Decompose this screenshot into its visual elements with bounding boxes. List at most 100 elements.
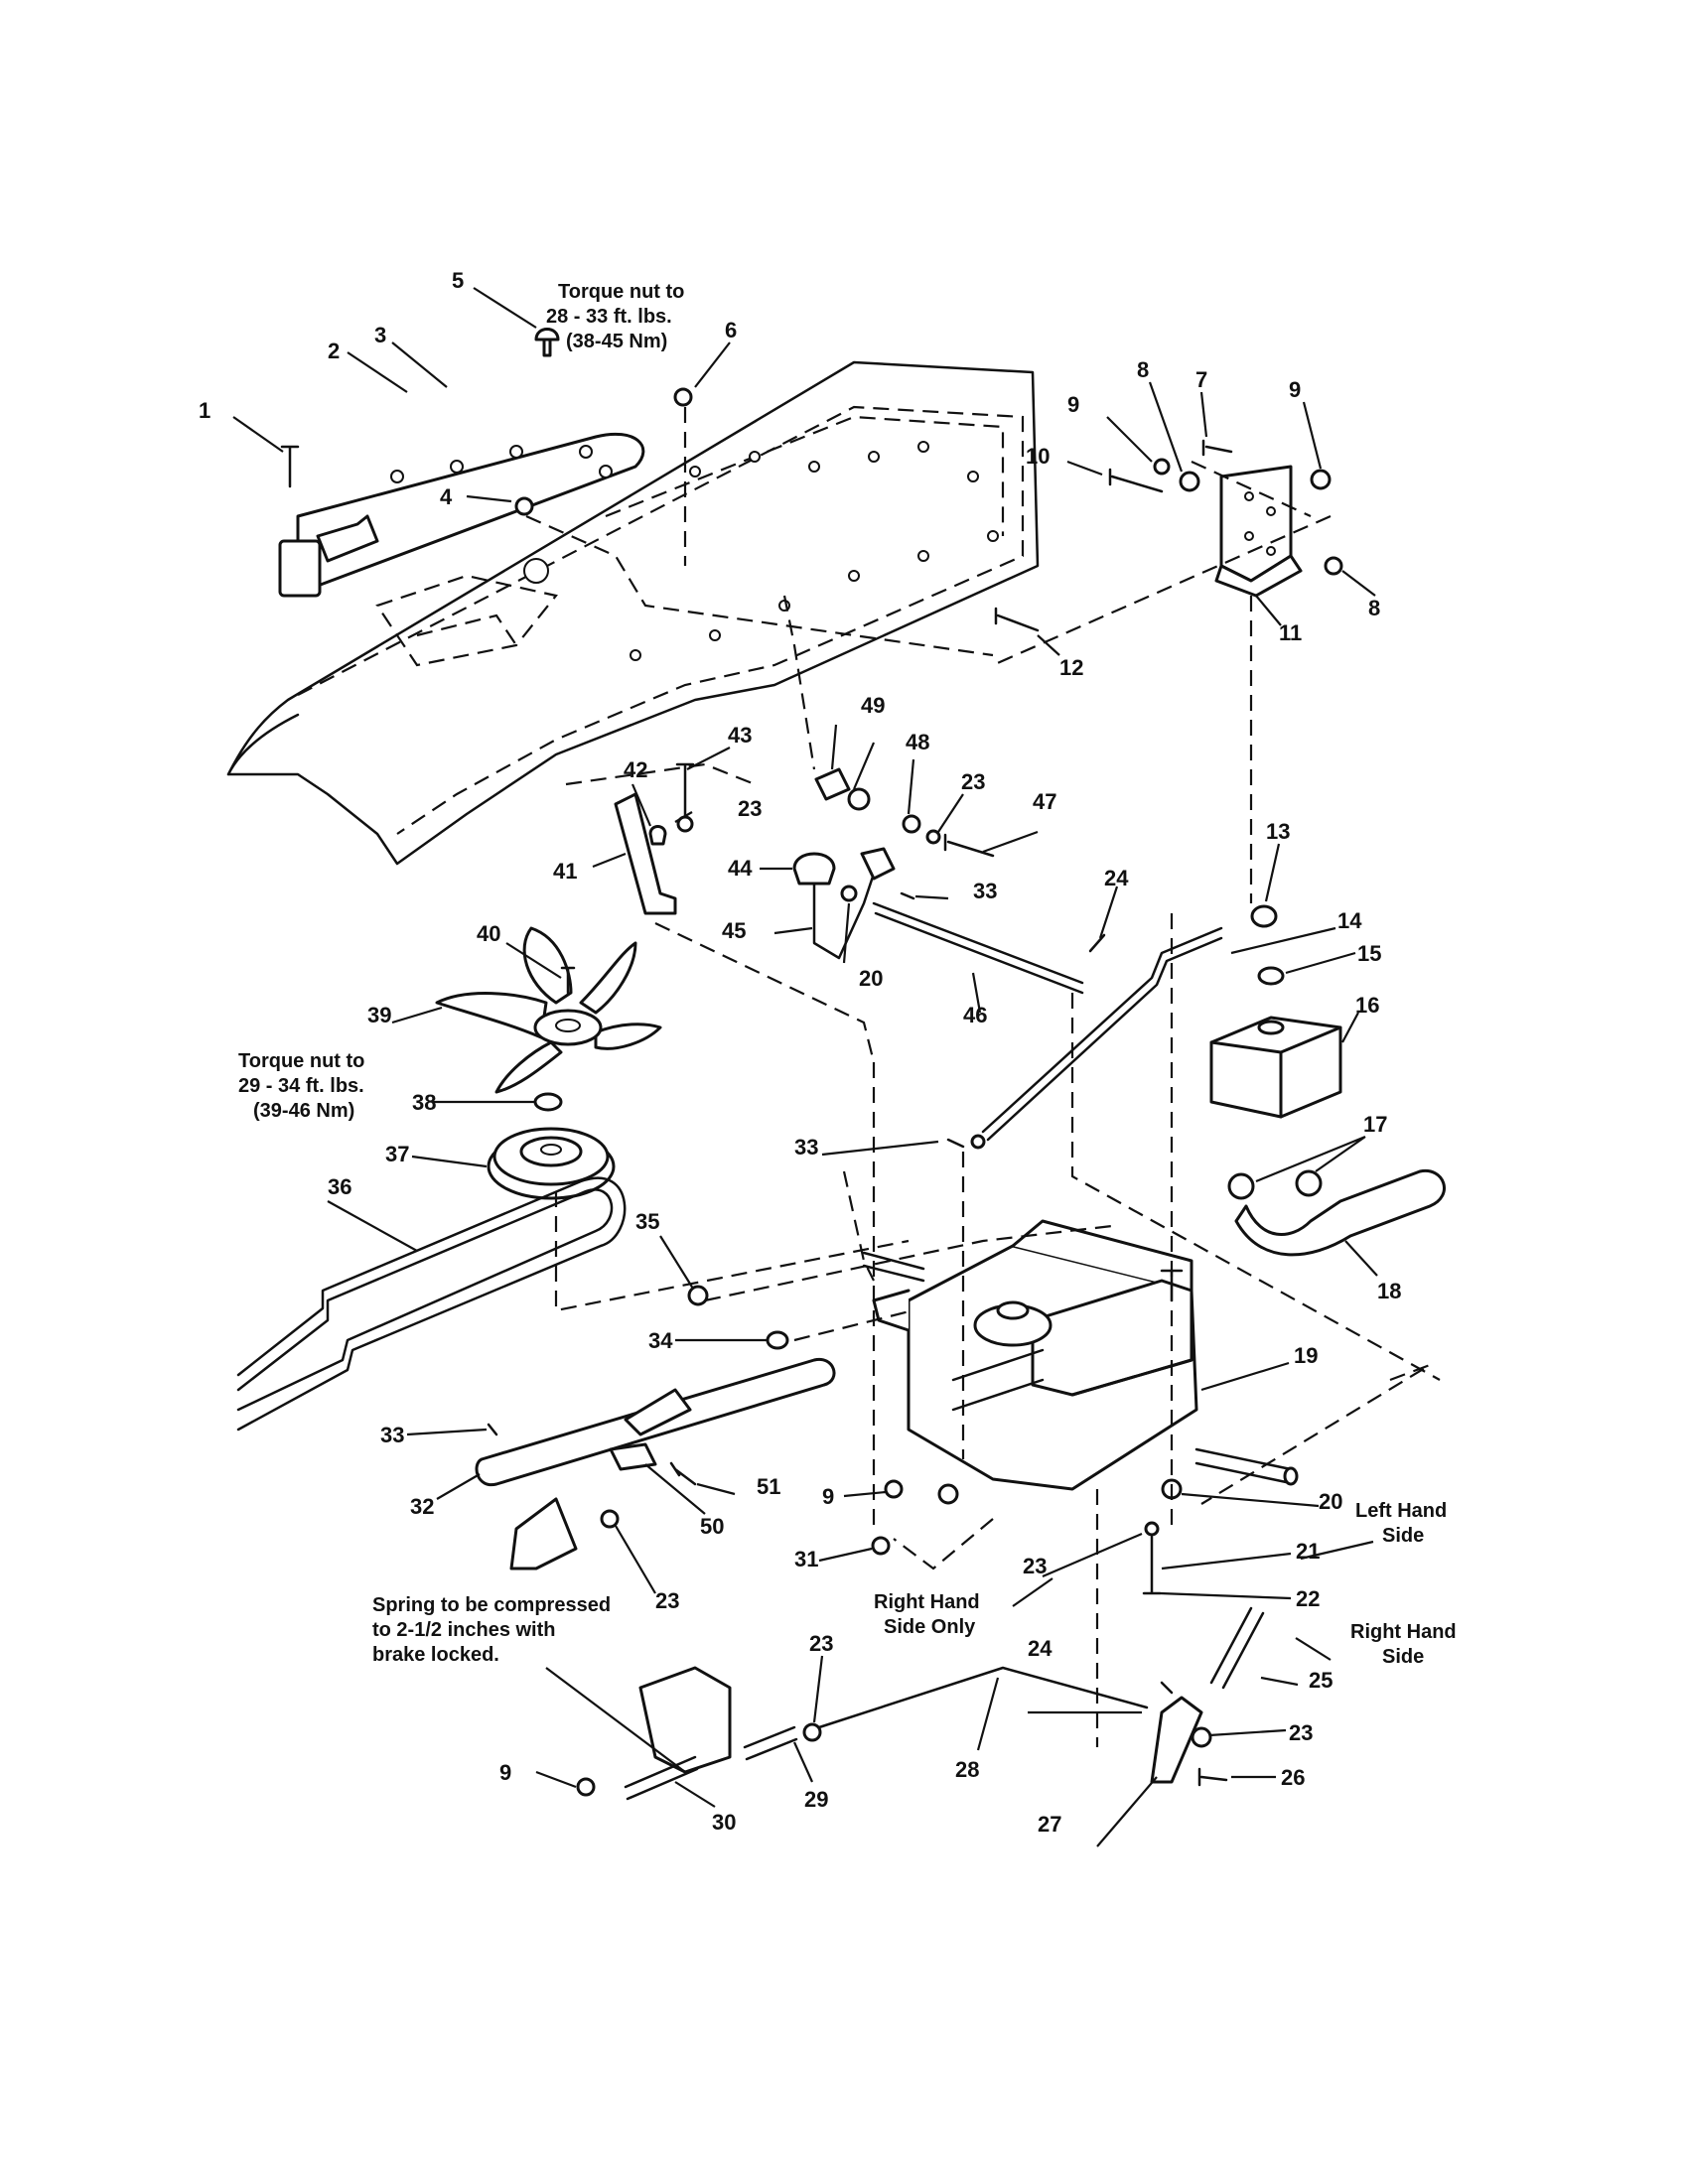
spring-29: [743, 1725, 798, 1761]
torque-note-seat: Torque nut to 28 - 33 ft. lbs. (38-45 Nm…: [546, 281, 684, 352]
clip-48b: [902, 814, 921, 834]
bushing-48: [847, 787, 871, 811]
rod-14: [981, 926, 1223, 1142]
torque-note-pulley-line-3: (39-46 Nm): [253, 1100, 354, 1122]
right-hand-side-note: Right Hand Side: [1350, 1621, 1457, 1668]
bolt-51: [669, 1461, 697, 1486]
callout-38: 38: [412, 1090, 436, 1115]
brake-bracket: [638, 1666, 732, 1774]
callout-47: 47: [1033, 789, 1056, 814]
callout-19: 19: [1294, 1343, 1318, 1368]
callout-18: 18: [1377, 1279, 1401, 1303]
bolt-7: [1201, 439, 1233, 457]
callout-48: 48: [906, 730, 929, 754]
spring-25: [1209, 1606, 1265, 1690]
callout-41: 41: [553, 859, 577, 884]
pivot-block: [860, 847, 896, 881]
callout-40: 40: [477, 921, 500, 946]
nut-4: [514, 496, 534, 516]
bolt-10: [1108, 468, 1164, 493]
callout-8b: 8: [1368, 596, 1380, 620]
bushing-49: [814, 767, 851, 801]
callout-37: 37: [385, 1142, 409, 1166]
right-hand-side-only-line-1: Right Hand: [874, 1591, 980, 1613]
callout-30: 30: [712, 1810, 736, 1835]
callout-26: 26: [1281, 1765, 1305, 1790]
bushing-34: [766, 1330, 789, 1350]
left-hand-side-line-2: Side: [1382, 1525, 1424, 1547]
belt-36: [236, 1188, 614, 1412]
callout-33c: 33: [380, 1423, 404, 1447]
torque-note-pulley-line-1: Torque nut to: [238, 1050, 364, 1072]
spring-30: [624, 1755, 699, 1801]
spring-note-line-3: brake locked.: [372, 1644, 499, 1666]
bolt-40: [560, 966, 576, 995]
nut-38: [533, 1092, 563, 1112]
washer-8: [1179, 471, 1200, 492]
callout-46: 46: [963, 1003, 987, 1027]
brake-rod-28: [817, 1666, 1149, 1729]
callout-11: 11: [1279, 620, 1302, 645]
callout-23d: 23: [1023, 1554, 1047, 1578]
callout-34: 34: [648, 1328, 673, 1353]
grommet-13: [1250, 904, 1278, 928]
bolt-12: [994, 607, 1040, 632]
callout-51: 51: [757, 1474, 780, 1499]
callout-5: 5: [452, 268, 464, 293]
callout-33b: 33: [794, 1135, 818, 1160]
callout-23f: 23: [1289, 1720, 1313, 1745]
callout-50: 50: [700, 1514, 724, 1539]
callout-3: 3: [374, 323, 386, 347]
washer-23-e: [802, 1722, 822, 1742]
callout-42: 42: [624, 757, 647, 782]
nut-31: [871, 1536, 891, 1556]
seat-adjust-plate: [278, 432, 645, 598]
clip-33-a: [900, 891, 915, 900]
callout-27: 27: [1038, 1812, 1061, 1837]
callout-31: 31: [794, 1547, 818, 1571]
callout-17: 17: [1363, 1112, 1387, 1137]
right-hand-side-only-note: Right Hand Side Only: [874, 1591, 980, 1638]
right-hand-side-line-1: Right Hand: [1350, 1621, 1457, 1643]
callout-7: 7: [1195, 367, 1207, 392]
torque-note-pulley-line-2: 29 - 34 ft. lbs.: [238, 1075, 364, 1097]
callout-23b: 23: [961, 769, 985, 794]
callout-2: 2: [328, 339, 340, 363]
callout-39: 39: [367, 1003, 391, 1027]
nut-35: [687, 1285, 709, 1306]
callout-9a: 9: [1067, 392, 1079, 417]
callout-24a: 24: [1104, 866, 1129, 890]
callout-leaders: [232, 287, 1378, 1847]
nut-9-right: [1310, 469, 1332, 490]
callout-32: 32: [410, 1494, 434, 1519]
hose-18: [1234, 1168, 1446, 1257]
assembly-guide-lines: [525, 407, 1441, 1747]
knob-5: [534, 328, 560, 357]
callout-49: 49: [861, 693, 885, 718]
nut-9-lower: [884, 1479, 904, 1499]
reservoir-16: [1209, 1016, 1342, 1119]
callout-23c: 23: [655, 1588, 679, 1613]
torque-note-seat-line-2: 28 - 33 ft. lbs.: [546, 306, 672, 328]
callout-6: 6: [725, 318, 737, 342]
callout-16: 16: [1355, 993, 1379, 1018]
callout-9d: 9: [499, 1760, 511, 1785]
callout-20a: 20: [859, 966, 883, 991]
nut-9: [1153, 458, 1171, 476]
transaxle-19: [862, 1219, 1299, 1505]
callout-21: 21: [1296, 1539, 1320, 1564]
nut-6: [673, 387, 693, 407]
rod-end: [970, 1134, 986, 1150]
callout-10: 10: [1026, 444, 1050, 469]
callout-23a: 23: [738, 796, 762, 821]
bolt-47: [943, 833, 995, 858]
callout-8a: 8: [1137, 357, 1149, 382]
callout-24b: 24: [1028, 1636, 1052, 1661]
plate-50: [609, 1442, 657, 1471]
callout-25: 25: [1309, 1668, 1333, 1693]
clip-33-b: [946, 1138, 965, 1149]
right-hand-side-line-2: Side: [1382, 1646, 1424, 1668]
bracket-41: [614, 792, 677, 915]
torque-note-pulley: Torque nut to 29 - 34 ft. lbs. (39-46 Nm…: [238, 1050, 364, 1122]
